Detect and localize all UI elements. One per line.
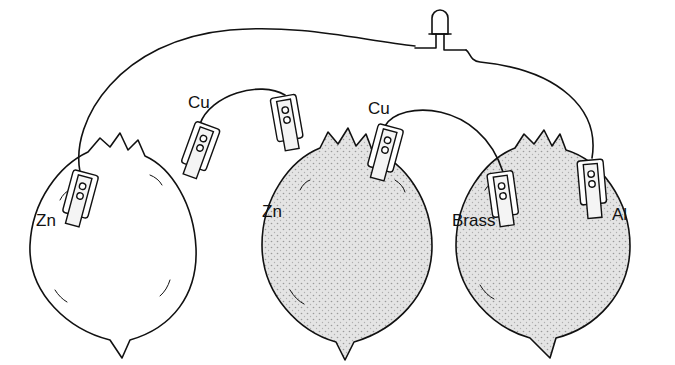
wire [466, 50, 593, 158]
lemon-middle [262, 128, 432, 360]
copper-electrode [365, 123, 404, 182]
electrode-label: Brass [452, 212, 495, 229]
copper-electrode [178, 121, 221, 181]
electrode-label: Cu [188, 94, 210, 111]
lemon-left [30, 133, 196, 358]
lemon-right [456, 130, 630, 358]
electrode-label: Cu [368, 100, 390, 117]
electrode-label: Zn [262, 203, 282, 220]
electrode-label: Al [612, 206, 627, 223]
led-symbol [415, 10, 466, 50]
wire [79, 29, 415, 172]
electrode-label: Zn [36, 212, 56, 229]
zinc-electrode [270, 94, 305, 152]
aluminium-electrode [577, 159, 608, 219]
zinc-electrode [60, 169, 99, 228]
wire [385, 110, 503, 172]
